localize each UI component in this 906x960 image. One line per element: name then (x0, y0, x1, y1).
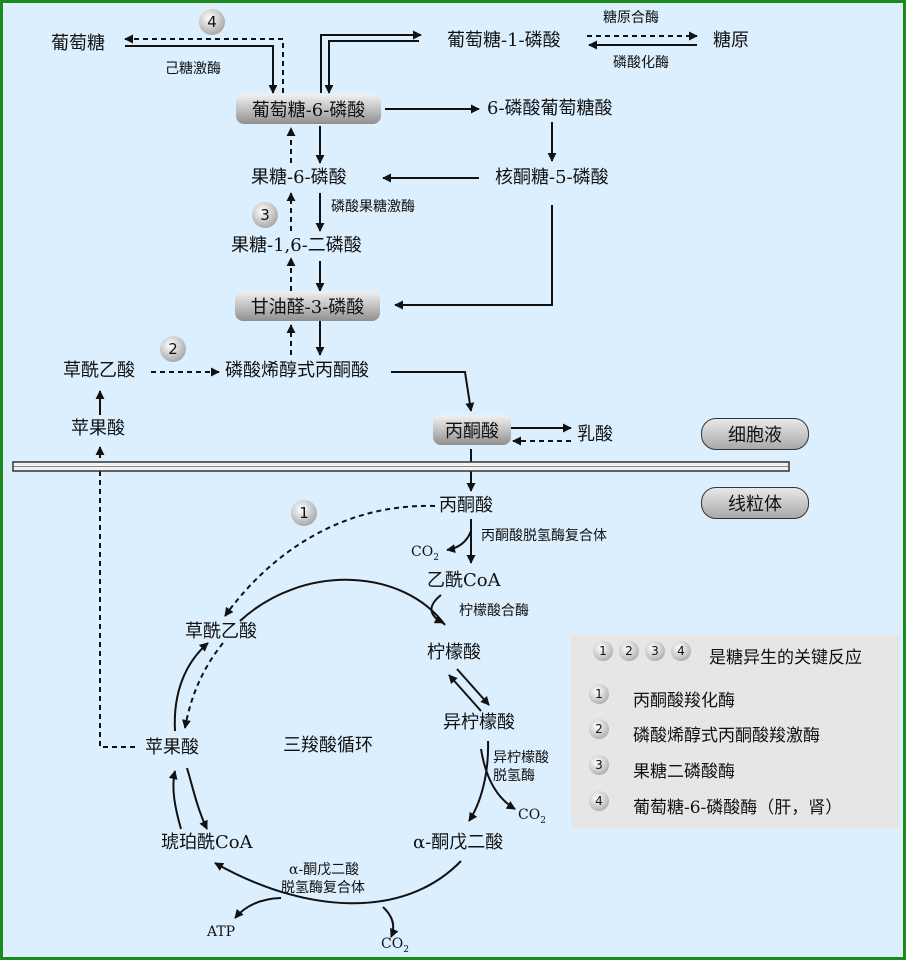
node-glycogen: 糖原 (713, 30, 749, 51)
enzyme-pdh: 丙酮酸脱氢酶复合体 (481, 528, 607, 544)
marker-4-icon: 4 (199, 9, 225, 35)
label-cytosol: 细胞液 (701, 418, 809, 450)
node-g1p: 葡萄糖-1-磷酸 (447, 30, 561, 51)
enzyme-glycogen-synthase: 糖原合酶 (603, 10, 659, 26)
co2-akgdh: CO2 (381, 936, 409, 955)
node-pep: 磷酸烯醇式丙酮酸 (225, 360, 369, 381)
enzyme-hexokinase: 己糖激酶 (165, 61, 221, 77)
label-mitochondria: 线粒体 (701, 487, 809, 519)
node-g3p: 甘油醛-3-磷酸 (235, 291, 380, 321)
enzyme-phosphorylase: 磷酸化酶 (613, 55, 669, 71)
node-akg: α-酮戊二酸 (413, 832, 504, 853)
node-malate-cytosol: 苹果酸 (71, 418, 125, 439)
node-lactate: 乳酸 (577, 424, 613, 445)
enzyme-idh-line2: 脱氢酶 (493, 768, 535, 784)
node-malate-mito: 苹果酸 (145, 737, 199, 758)
enzyme-citrate-synthase: 柠檬酸合酶 (459, 603, 529, 619)
node-citrate: 柠檬酸 (427, 642, 481, 663)
co2-idh: CO2 (518, 807, 546, 826)
marker-2-icon: 2 (160, 336, 186, 362)
legend-item-num: 3 (589, 755, 609, 775)
legend-panel: 1 2 3 4 是糖异生的关键反应 1 丙酮酸羧化酶 2 磷酸烯醇式丙酮酸羧激酶… (571, 635, 899, 828)
legend-header-num-1: 1 (593, 641, 613, 661)
node-pyruvate-mito: 丙酮酸 (439, 495, 493, 516)
legend-item-num: 2 (589, 719, 609, 739)
legend-item-num: 4 (589, 791, 609, 811)
legend-header-num-2: 2 (619, 641, 639, 661)
atp-product: ATP (207, 924, 236, 940)
node-oaa-mito: 草酰乙酸 (185, 621, 257, 642)
node-g6p: 葡萄糖-6-磷酸 (236, 94, 381, 124)
node-ribulose-5p: 核酮糖-5-磷酸 (495, 167, 609, 188)
node-isocitrate: 异柠檬酸 (443, 712, 515, 733)
legend-header-num-4: 4 (671, 641, 691, 661)
legend-item-text: 葡萄糖-6-磷酸酶（肝，肾） (633, 798, 843, 818)
marker-1-icon: 1 (291, 500, 317, 526)
node-succinyl-coa: 琥珀酰CoA (161, 832, 253, 853)
enzyme-pfk: 磷酸果糖激酶 (331, 199, 415, 215)
legend-item-text: 果糖二磷酸酶 (633, 762, 735, 782)
legend-item-text: 磷酸烯醇式丙酮酸羧激酶 (633, 726, 820, 746)
node-pyruvate-cytosol: 丙酮酸 (433, 415, 511, 445)
node-glucose: 葡萄糖 (51, 33, 105, 54)
enzyme-idh-line1: 异柠檬酸 (493, 750, 549, 766)
legend-header-text: 是糖异生的关键反应 (709, 648, 862, 668)
node-oaa-cytosol: 草酰乙酸 (63, 360, 135, 381)
legend-header-num-3: 3 (645, 641, 665, 661)
legend-item-text: 丙酮酸羧化酶 (633, 691, 735, 711)
node-6-phosphogluconate: 6-磷酸葡萄糖酸 (487, 98, 613, 119)
node-acetyl-coa: 乙酰CoA (427, 570, 501, 591)
co2-pdh: CO2 (411, 544, 439, 563)
enzyme-akgdh-line2: 脱氢酶复合体 (281, 880, 365, 896)
marker-3-icon: 3 (252, 202, 278, 228)
node-tca-cycle: 三羧酸循环 (283, 735, 373, 756)
node-f16bp: 果糖-1,6-二磷酸 (231, 235, 362, 256)
enzyme-akgdh-line1: α-酮戊二酸 (289, 862, 360, 878)
legend-item-num: 1 (589, 684, 609, 704)
node-f6p: 果糖-6-磷酸 (251, 167, 347, 188)
pathway-arrows (12, 30, 790, 938)
